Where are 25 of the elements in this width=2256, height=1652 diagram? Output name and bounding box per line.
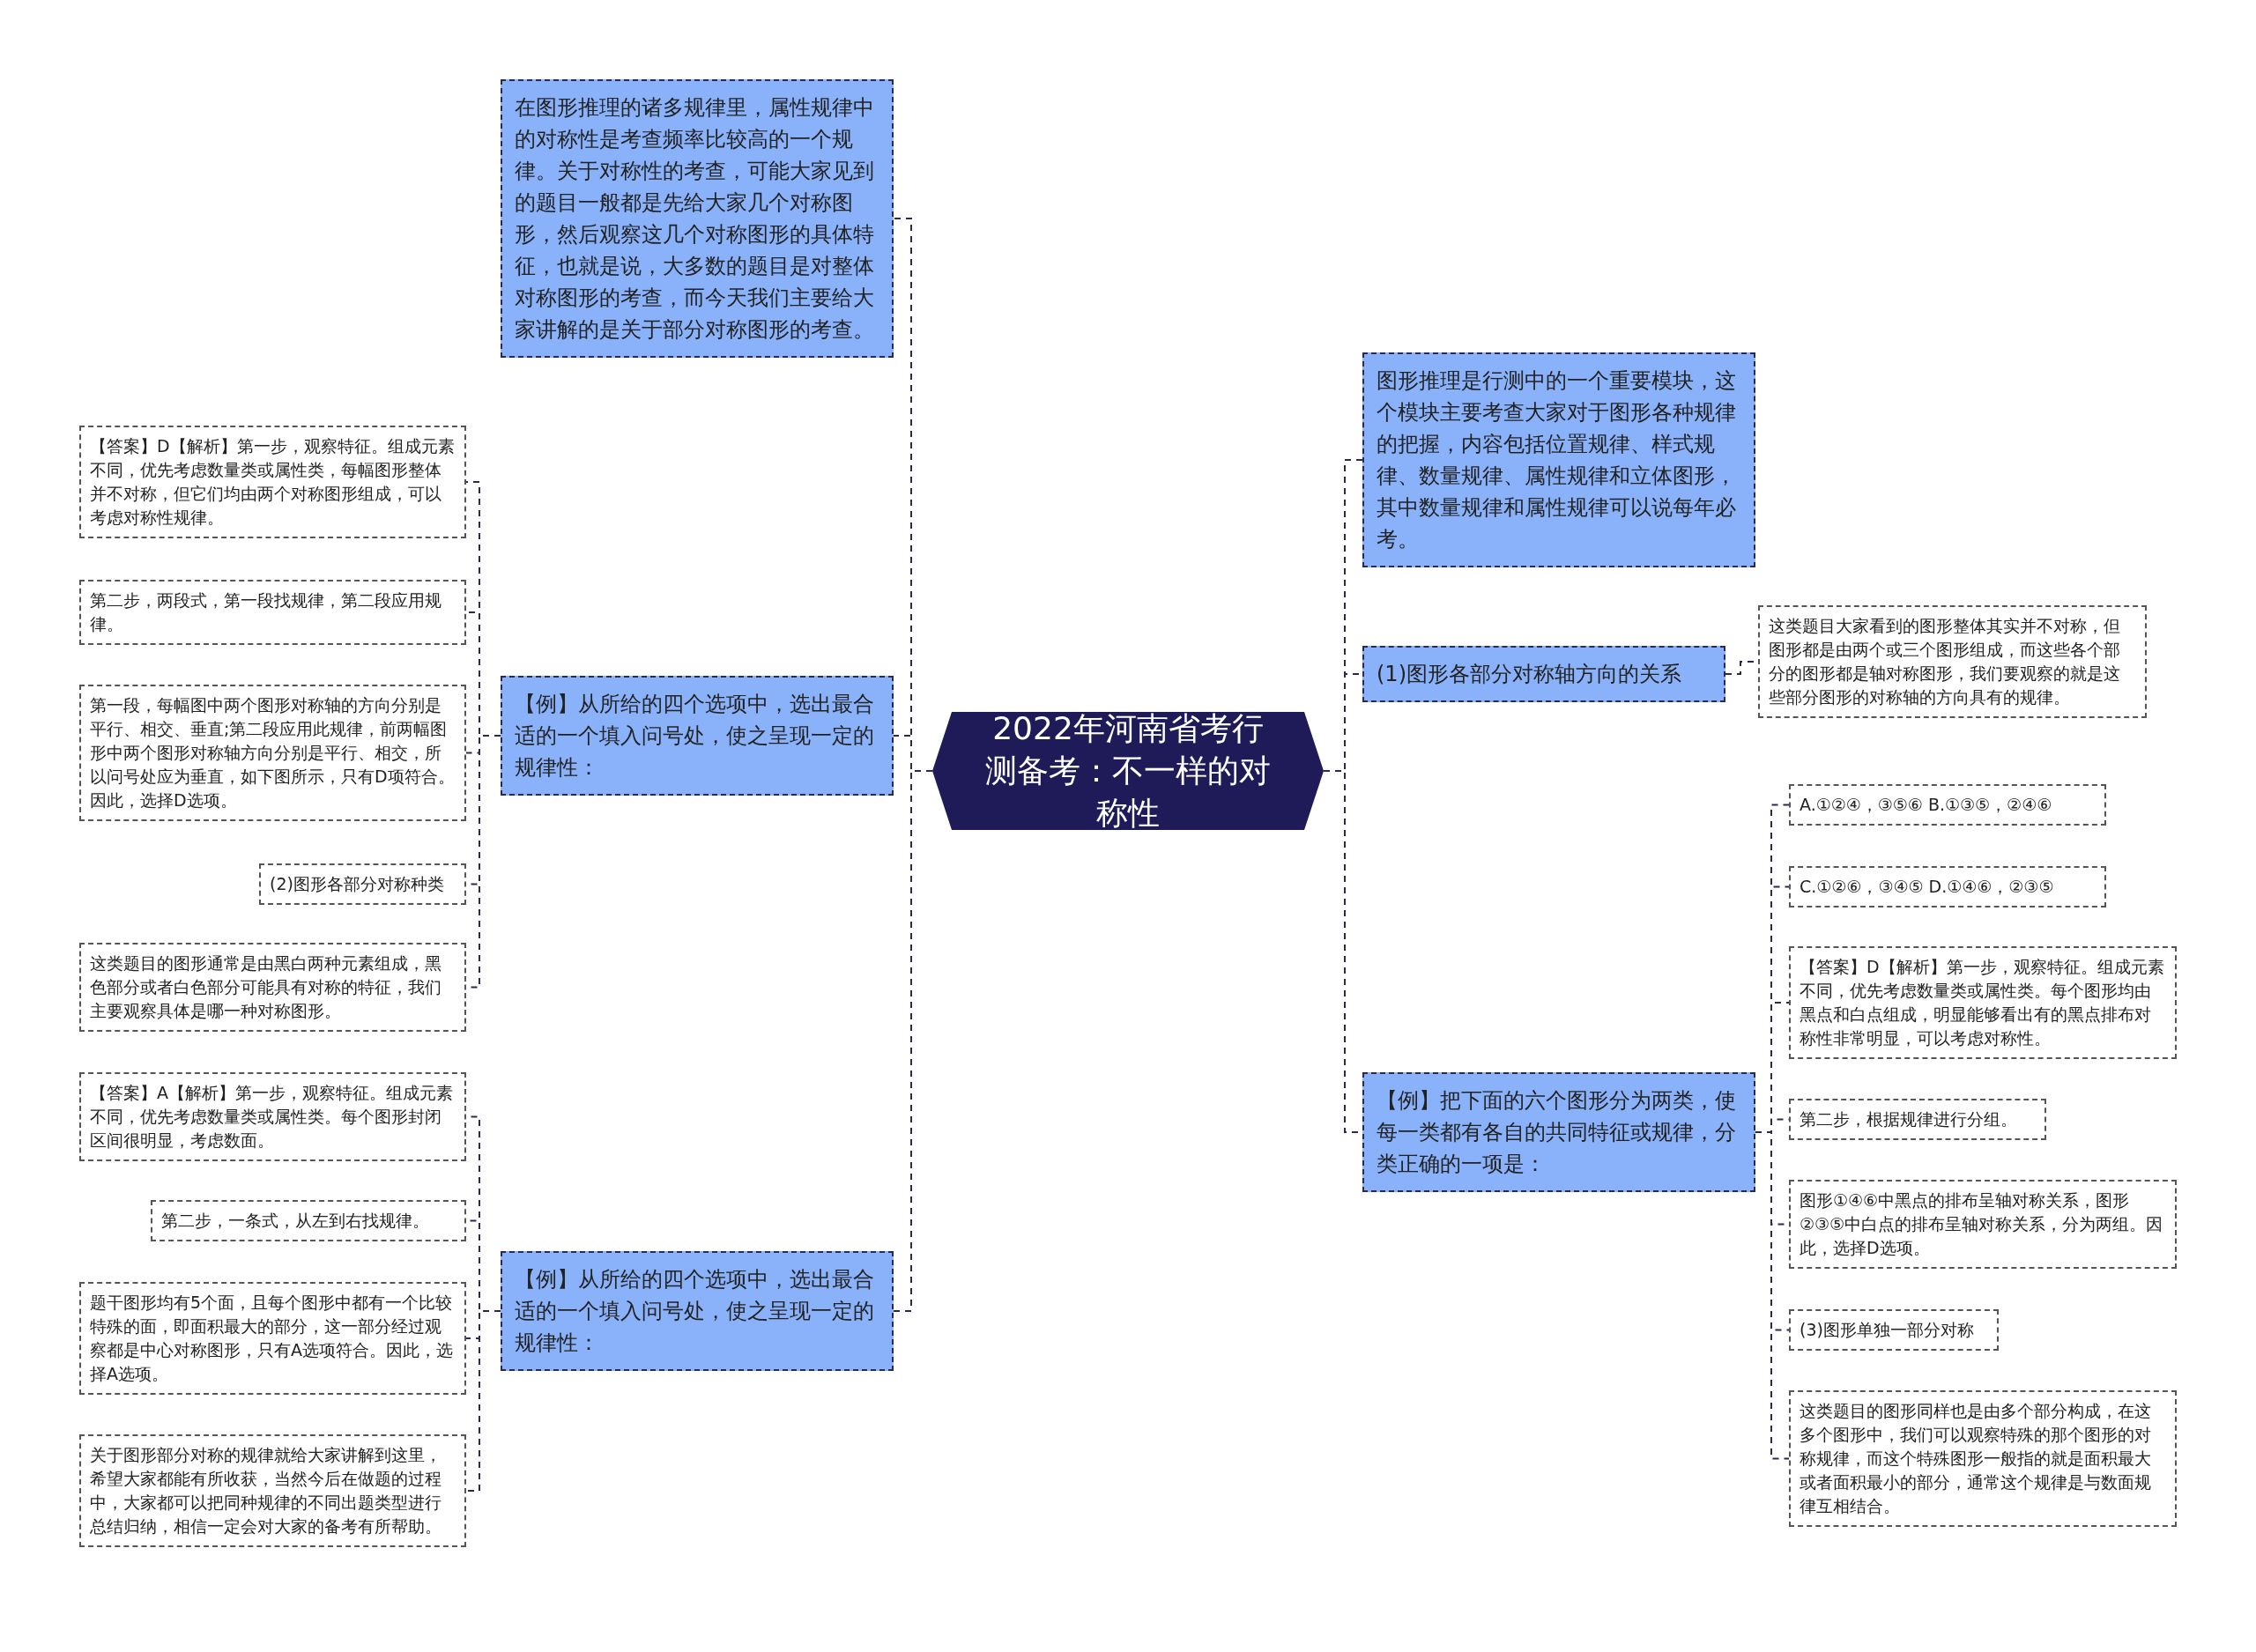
note-box: 【答案】A【解析】第一步，观察特征。组成元素不同，优先考虑数量类或属性类。每个图形封闭区间很明显，考虑数面。: [79, 1072, 466, 1161]
topic-box: 在图形推理的诸多规律里，属性规律中的对称性是考查频率比较高的一个规律。关于对称性的考查，可能大家见到的题目一般都是先给大家几个对称图形，然后观察这几个对称图形的具体特征，也就是说，大多数的题目是对整体对称图形的考查，而今天我们主要给大家讲解的是关于部分对称图形的考查。: [501, 79, 894, 358]
note-box: 【答案】D【解析】第一步，观察特征。组成元素不同，优先考虑数量类或属性类，每幅图形整体并不对称，但它们均由两个对称图形组成，可以考虑对称性规律。: [79, 426, 466, 538]
note-box: 关于图形部分对称的规律就给大家讲解到这里，希望大家都能有所收获，当然今后在做题的过程中，大家都可以把同种规律的不同出题类型进行总结归纳，相信一定会对大家的备考有所帮助。: [79, 1434, 466, 1547]
topic-box: 图形推理是行测中的一个重要模块，这个模块主要考查大家对于图形各种规律的把握，内容包括位置规律、样式规律、数量规律、属性规律和立体图形，其中数量规律和属性规律可以说每年必考。: [1362, 352, 1755, 567]
topic-box: 【例】把下面的六个图形分为两类，使每一类都有各自的共同特征或规律，分类正确的一项是：: [1362, 1072, 1755, 1192]
note-box: A.①②④，③⑤⑥ B.①③⑤，②④⑥: [1789, 784, 2106, 826]
note-box: (3)图形单独一部分对称: [1789, 1309, 1999, 1351]
note-box: 【答案】D【解析】第一步，观察特征。组成元素不同，优先考虑数量类或属性类。每个图形均由黑点和白点组成，明显能够看出有的黑点排布对称性非常明显，可以考虑对称性。: [1789, 946, 2177, 1059]
topic-box: 【例】从所给的四个选项中，选出最合适的一个填入问号处，使之呈现一定的规律性：: [501, 676, 894, 796]
note-box: 题干图形均有5个面，且每个图形中都有一个比较特殊的面，即面积最大的部分，这一部分经过观察都是中心对称图形，只有A选项符合。因此，选择A选项。: [79, 1282, 466, 1395]
note-box: 第二步，一条式，从左到右找规律。: [151, 1200, 466, 1241]
note-box: 这类题目大家看到的图形整体其实并不对称，但图形都是由两个或三个图形组成，而这些各个部分的图形都是轴对称图形，我们要观察的就是这些部分图形的对称轴的方向具有的规律。: [1758, 605, 2147, 718]
note-box: (2)图形各部分对称种类: [259, 863, 466, 905]
note-box: 这类题目的图形通常是由黑白两种元素组成，黑色部分或者白色部分可能具有对称的特征，我们主要观察具体是哪一种对称图形。: [79, 943, 466, 1032]
connector-line: [465, 1310, 501, 1492]
note-box: 图形①④⑥中黑点的排布呈轴对称关系，图形②③⑤中白点的排布呈轴对称关系，分为两组。因此，选择D选项。: [1789, 1180, 2177, 1269]
note-box: 第一段，每幅图中两个图形对称轴的方向分别是平行、相交、垂直;第二段应用此规律，前两幅图形中两个图形对称轴方向分别是平行、相交，所以问号处应为垂直，如下图所示，只有D项符合。因此，选择D选项。: [79, 685, 466, 821]
note-box: C.①②⑥，③④⑤ D.①④⑥，②③⑤: [1789, 866, 2106, 907]
note-box: 这类题目的图形同样也是由多个部分构成，在这多个图形中，我们可以观察特殊的那个图形的对称规律，而这个特殊图形一般指的就是面积最大或者面积最小的部分，通常这个规律是与数面规律互相结合。: [1789, 1390, 2177, 1527]
topic-box: 【例】从所给的四个选项中，选出最合适的一个填入问号处，使之呈现一定的规律性：: [501, 1251, 894, 1371]
topic-box: (1)图形各部分对称轴方向的关系: [1362, 646, 1725, 702]
note-box: 第二步，两段式，第一段找规律，第二段应用规律。: [79, 580, 466, 645]
note-box: 第二步，根据规律进行分组。: [1789, 1099, 2046, 1140]
central-topic: 2022年河南省考行测备考：不一样的对称性: [932, 712, 1324, 830]
